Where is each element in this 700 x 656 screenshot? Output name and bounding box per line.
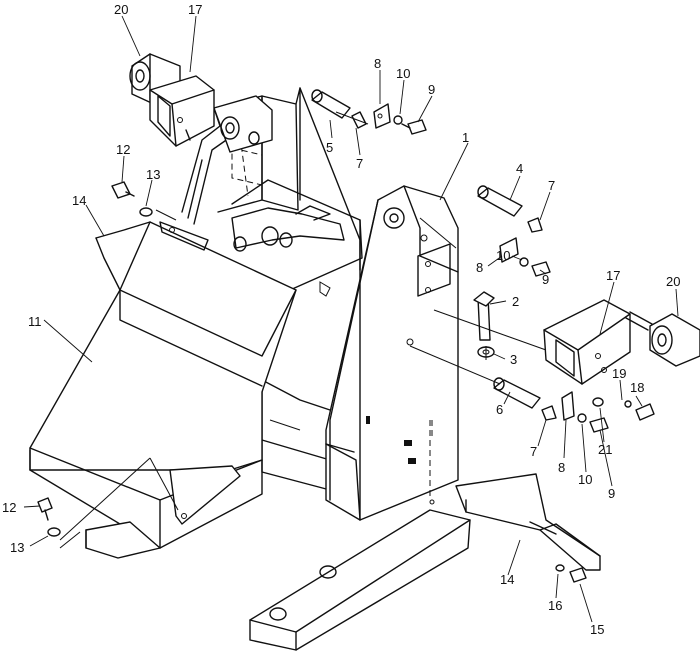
- lower-right-fasteners: [555, 564, 587, 583]
- callout-7-top: 7: [356, 156, 363, 171]
- callout-9-top: 9: [428, 82, 435, 97]
- assembly-lines: [59, 111, 547, 549]
- right-pin-set: [477, 185, 551, 277]
- callout-13-top: 13: [146, 167, 160, 182]
- callout-19: 19: [612, 366, 626, 381]
- callout-1: 1: [462, 130, 469, 145]
- callout-labels: 1 2 3 4 5 6 7 7 7 8 8 8 9 9 9 10 10 10 1…: [2, 2, 680, 637]
- left-fasteners: [37, 181, 153, 537]
- callout-8-right: 8: [476, 260, 483, 275]
- callout-8-top: 8: [374, 56, 381, 71]
- top-pin-set: [311, 89, 427, 135]
- callout-21: 21: [598, 442, 612, 457]
- top-left-motor: [129, 53, 215, 147]
- callout-20-right: 20: [666, 274, 680, 289]
- callout-2: 2: [512, 294, 519, 309]
- callout-20-top: 20: [114, 2, 128, 17]
- callout-17-right: 17: [606, 268, 620, 283]
- callout-9-lower: 9: [608, 486, 615, 501]
- callout-5: 5: [326, 140, 333, 155]
- left-pedestal: [29, 221, 297, 559]
- callout-12-bottom: 12: [2, 500, 16, 515]
- lower-pin-set: [493, 377, 609, 433]
- callout-4: 4: [516, 161, 523, 176]
- callout-14-left: 14: [72, 193, 86, 208]
- callout-15: 15: [590, 622, 604, 637]
- right-bracket: [455, 473, 601, 571]
- base-foot: [249, 509, 471, 651]
- callout-12-top: 12: [116, 142, 130, 157]
- callout-17-top: 17: [188, 2, 202, 17]
- callout-10-right: 10: [496, 248, 510, 263]
- callout-14-right: 14: [500, 572, 514, 587]
- callout-18: 18: [630, 380, 644, 395]
- callout-10-lower: 10: [578, 472, 592, 487]
- callout-8-lower: 8: [558, 460, 565, 475]
- callout-16: 16: [548, 598, 562, 613]
- callout-3: 3: [510, 352, 517, 367]
- main-column: [325, 185, 459, 521]
- left-lever: [181, 95, 345, 297]
- callout-10-top: 10: [396, 66, 410, 81]
- callout-11: 11: [28, 314, 42, 329]
- right-motor-guard: [543, 299, 700, 421]
- callout-13-bottom: 13: [10, 540, 24, 555]
- callout-7-lower: 7: [530, 444, 537, 459]
- callout-9-right: 9: [542, 272, 549, 287]
- bolt-washer-set: [473, 291, 495, 358]
- callout-6: 6: [496, 402, 503, 417]
- callout-7-right: 7: [548, 178, 555, 193]
- leader-lines: [23, 15, 679, 623]
